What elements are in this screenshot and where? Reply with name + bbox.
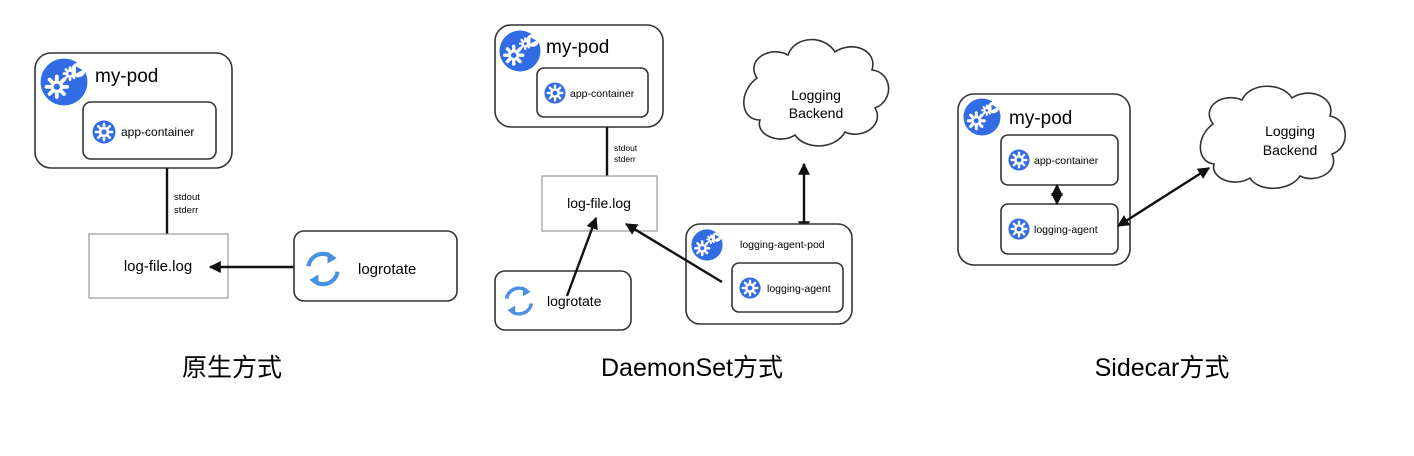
- native-log-file-label: log-file.log: [124, 258, 192, 275]
- sidecar-backend-line2: Backend: [1263, 142, 1317, 158]
- daemonset-agent-gear-icon: [739, 277, 761, 299]
- sidecar-backend-cloud: [1199, 85, 1346, 189]
- sidecar-agent-gear-icon: [1008, 218, 1030, 240]
- native-app-container-label: app-container: [121, 125, 194, 139]
- sidecar-backend-arrow: [1116, 166, 1211, 228]
- daemonset-stdout-label: stdout: [614, 143, 638, 153]
- daemonset-logging-agent-box: [731, 262, 844, 313]
- daemonset-agent-pod-icon: [691, 229, 723, 261]
- native-app-container-box: [82, 101, 217, 160]
- native-log-file-box: [88, 233, 229, 299]
- daemonset-log-file-box: [541, 175, 658, 232]
- native-pod-label: my-pod: [95, 66, 158, 87]
- daemonset-backend-line1: Logging: [791, 87, 841, 103]
- daemonset-app-container-box: [536, 67, 649, 118]
- sidecar-caption: Sidecar方式: [1095, 354, 1230, 382]
- daemonset-log-file-label: log-file.log: [567, 195, 631, 211]
- daemonset-logrotate-label: logrotate: [547, 293, 602, 309]
- daemonset-agent-pod-label: logging-agent-pod: [740, 239, 825, 251]
- daemonset-section: my-pod app-container stdout stderr log-f…: [494, 24, 890, 382]
- sidecar-app-container-label: app-container: [1034, 155, 1099, 167]
- sidecar-container-gear-icon: [1008, 149, 1030, 171]
- sidecar-section: my-pod app-container logging-agent Loggi…: [957, 85, 1346, 382]
- daemonset-app-container-label: app-container: [570, 88, 635, 100]
- daemonset-backend-line2: Backend: [789, 105, 843, 121]
- daemonset-logging-agent-label: logging-agent: [767, 283, 831, 295]
- daemonset-backend-cloud: [743, 38, 890, 147]
- daemonset-pod-icon: [499, 30, 541, 72]
- sidecar-pod-label: my-pod: [1009, 108, 1072, 129]
- sidecar-pod-icon: [963, 98, 1001, 136]
- daemonset-agent-read-arrow: [624, 222, 723, 284]
- daemonset-container-gear-icon: [544, 82, 566, 104]
- sidecar-backend-line1: Logging: [1265, 123, 1315, 139]
- native-pod-icon: [40, 58, 88, 106]
- native-caption: 原生方式: [182, 354, 282, 382]
- daemonset-stderr-label: stderr: [614, 154, 636, 164]
- daemonset-logrotate-arrow: [565, 216, 598, 297]
- native-section: my-pod app-container stdout stderr log-f…: [34, 52, 458, 382]
- sidecar-logging-agent-label: logging-agent: [1034, 224, 1098, 236]
- daemonset-logrotate-box: [494, 270, 632, 331]
- native-stderr-label: stderr: [174, 205, 198, 216]
- daemonset-caption: DaemonSet方式: [601, 354, 783, 382]
- native-logrotate-label: logrotate: [358, 261, 416, 278]
- native-container-gear-icon: [92, 120, 116, 144]
- native-logrotate-box: [293, 230, 458, 302]
- native-stdout-label: stdout: [174, 192, 200, 203]
- daemonset-pod-label: my-pod: [546, 37, 609, 58]
